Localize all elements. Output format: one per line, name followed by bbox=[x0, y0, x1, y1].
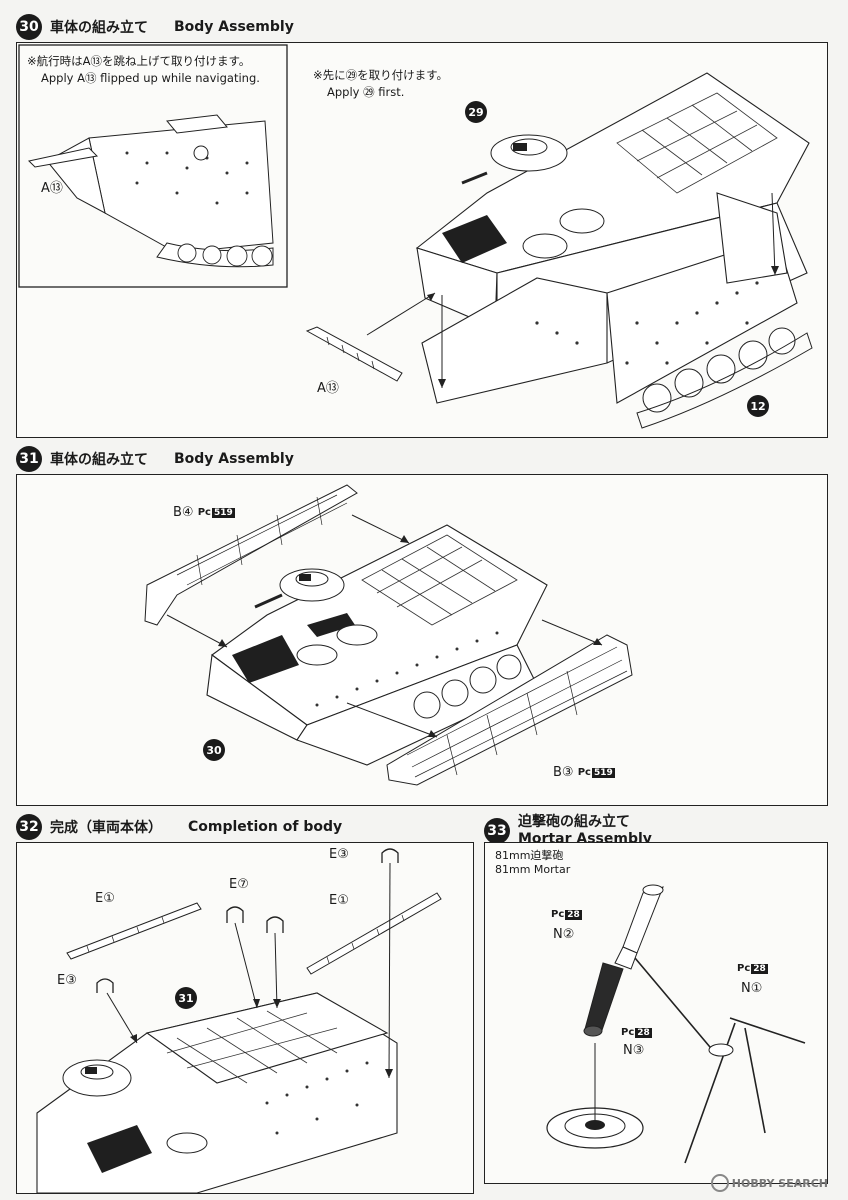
paint-code-b4-prefix: Pc bbox=[197, 507, 211, 518]
step-32-title-jp: 完成（車両本体） bbox=[50, 820, 162, 836]
step-32-number: 32 bbox=[16, 814, 42, 840]
paint-code-b3-prefix: Pc bbox=[577, 767, 591, 778]
callout-29: 29 bbox=[465, 101, 487, 123]
step-30-title-jp: 車体の組み立て bbox=[50, 20, 148, 36]
step-30-note-right-jp: ※先に㉙を取り付けます。 bbox=[313, 68, 448, 82]
step-30-note-left: ※航行時はA⑬を跳ね上げて取り付けます。 Apply A⑬ flipped up… bbox=[27, 53, 260, 87]
step-32-panel: E③ E⑦ E① E① E③ 31 bbox=[16, 842, 474, 1194]
label-n3: N③ bbox=[623, 1043, 645, 1058]
label-e1-right: E① bbox=[329, 893, 349, 908]
label-b4-text: B④ bbox=[173, 505, 194, 520]
paint-code-n3-prefix: Pc bbox=[621, 1027, 635, 1038]
step-30-note-left-jp: ※航行時はA⑬を跳ね上げて取り付けます。 bbox=[27, 54, 251, 68]
step-30-note-left-en: Apply A⑬ flipped up while navigating. bbox=[41, 71, 260, 85]
step-30-header: 30 車体の組み立て Body Assembly bbox=[16, 14, 294, 40]
paint-code-n1-number: 28 bbox=[751, 964, 768, 974]
label-n2: N② bbox=[553, 927, 575, 942]
paint-code-n2-prefix: Pc bbox=[551, 909, 565, 920]
watermark: HOBBY SEARCH bbox=[710, 1174, 828, 1192]
step-30-title-en: Body Assembly bbox=[174, 19, 294, 35]
callout-30: 30 bbox=[203, 739, 225, 761]
step-31-title-jp: 車体の組み立て bbox=[50, 452, 148, 468]
watermark-logo-icon bbox=[710, 1174, 729, 1192]
step-30-note-right-en: Apply ㉙ first. bbox=[327, 85, 405, 99]
step-31-header: 31 車体の組み立て Body Assembly bbox=[16, 446, 294, 472]
label-n1: N① bbox=[741, 981, 763, 996]
callout-31: 31 bbox=[175, 987, 197, 1009]
paint-code-b4-number: 519 bbox=[211, 508, 235, 518]
mortar-caption: 81mm迫撃砲 81mm Mortar bbox=[495, 849, 570, 877]
step-31-title-en: Body Assembly bbox=[174, 451, 294, 467]
watermark-text: HOBBY SEARCH bbox=[731, 1176, 828, 1190]
step-32-title-en: Completion of body bbox=[188, 819, 343, 835]
step-33-title-jp: 迫撃砲の組み立て bbox=[518, 814, 630, 830]
label-a13: A⑬ bbox=[317, 381, 339, 396]
callout-12: 12 bbox=[747, 395, 769, 417]
paint-code-n2-number: 28 bbox=[565, 910, 582, 920]
paint-code-n3-number: 28 bbox=[635, 1028, 652, 1038]
step-30-number: 30 bbox=[16, 14, 42, 40]
step-33-drawing bbox=[546, 884, 806, 1164]
step-30-panel: ※航行時はA⑬を跳ね上げて取り付けます。 Apply A⑬ flipped up… bbox=[16, 42, 828, 438]
label-e3-left: E③ bbox=[57, 973, 77, 988]
mortar-caption-jp: 81mm迫撃砲 bbox=[495, 849, 564, 862]
paint-code-b3-number: 519 bbox=[591, 768, 615, 778]
label-a13-inset: A⑬ bbox=[41, 181, 63, 196]
mortar-caption-en: 81mm Mortar bbox=[495, 863, 571, 876]
label-e1-left: E① bbox=[95, 891, 115, 906]
step-32-drawing bbox=[36, 848, 442, 1193]
step-31-drawing bbox=[144, 484, 633, 786]
step-30-note-right: ※先に㉙を取り付けます。 Apply ㉙ first. bbox=[313, 67, 448, 101]
step-31-number: 31 bbox=[16, 446, 42, 472]
step-33-number: 33 bbox=[484, 818, 510, 844]
label-b3-text: B③ bbox=[553, 765, 574, 780]
label-e7: E⑦ bbox=[229, 877, 249, 892]
step-30-drawing bbox=[18, 44, 813, 429]
label-e3-top: E③ bbox=[329, 847, 349, 862]
step-32-header: 32 完成（車両本体） Completion of body bbox=[16, 814, 342, 840]
paint-code-n1-prefix: Pc bbox=[737, 963, 751, 974]
